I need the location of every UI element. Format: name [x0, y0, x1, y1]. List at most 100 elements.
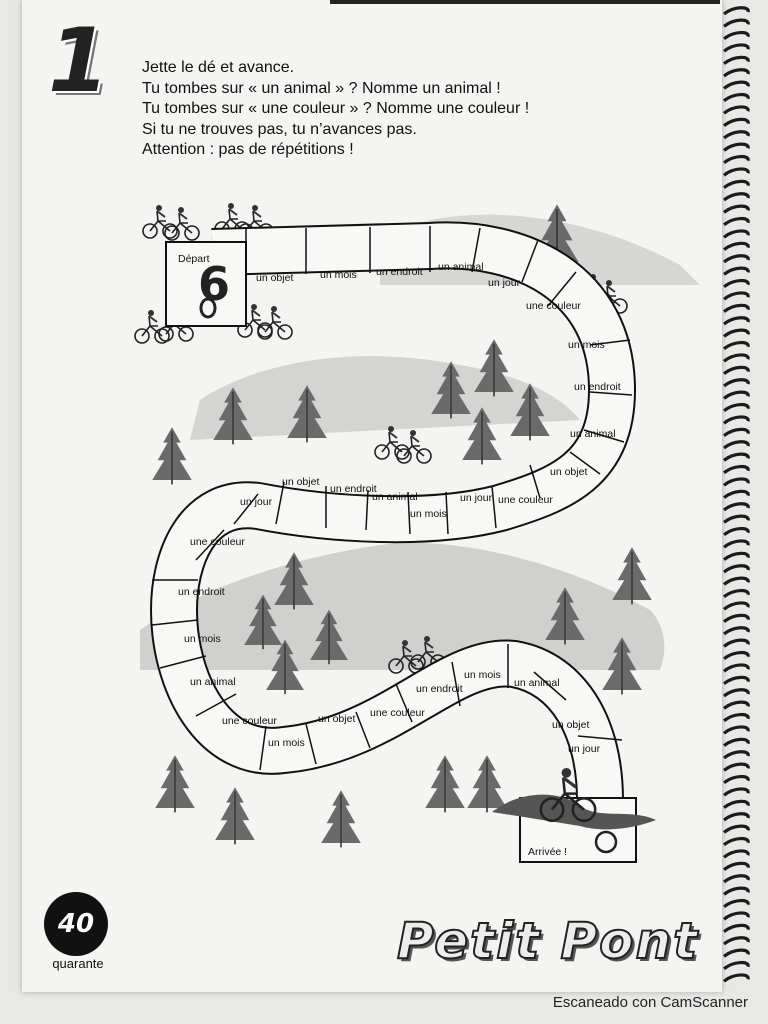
- spiral-coil: [723, 378, 750, 388]
- board-cell: une couleur: [222, 715, 277, 727]
- instruction-line: Si tu ne trouves pas, tu n’avances pas.: [142, 120, 417, 138]
- spiral-coil: [723, 316, 750, 326]
- board-cell: un animal: [372, 491, 418, 503]
- spiral-coil: [723, 105, 750, 115]
- board-cell: un mois: [320, 269, 357, 281]
- top-edge-bar: [330, 0, 720, 4]
- exercise-number: 1: [48, 9, 110, 112]
- board-cell: un objet: [550, 466, 587, 478]
- spiral-coil: [723, 30, 750, 41]
- board-cell: un mois: [464, 669, 501, 681]
- board-cell: un objet: [282, 476, 319, 488]
- spiral-coil: [723, 601, 750, 611]
- board-cell: un endroit: [376, 266, 423, 278]
- start-label: Départ: [178, 253, 210, 265]
- spiral-coil: [723, 477, 750, 487]
- spiral-coil: [723, 712, 750, 723]
- spiral-coil: [723, 700, 750, 710]
- finish-label: Arrivée !: [528, 846, 567, 858]
- spiral-coil: [723, 650, 750, 661]
- brand-logo: Petit Pont: [396, 911, 700, 971]
- spiral-coil: [723, 539, 750, 549]
- spiral-coil: [723, 415, 750, 425]
- spiral-coil: [723, 688, 750, 698]
- spiral-coil: [723, 390, 750, 400]
- spiral-coil: [723, 861, 750, 871]
- board-cell: une couleur: [370, 707, 425, 719]
- spiral-coil: [723, 402, 750, 413]
- spiral-coil: [723, 898, 750, 909]
- spiral-coil: [723, 278, 750, 289]
- page-number-badge: 40: [44, 892, 108, 956]
- spiral-coil: [723, 526, 750, 537]
- spiral-coil: [723, 291, 750, 301]
- instruction-line: Tu tombes sur « une couleur » ? Nomme un…: [142, 100, 530, 117]
- spiral-coil: [723, 92, 750, 103]
- board-cell: un jour: [240, 496, 273, 508]
- spiral-coil: [723, 340, 750, 351]
- board-cell: un animal: [514, 677, 560, 689]
- page-number-word: quarante: [52, 956, 104, 971]
- board-cell: un objet: [552, 719, 589, 731]
- board-cell: un mois: [184, 633, 221, 645]
- board-cell: un mois: [410, 508, 447, 520]
- spiral-coil: [723, 737, 750, 747]
- spiral-coil: [723, 229, 750, 239]
- spiral-binding: [723, 6, 750, 983]
- spiral-coil: [723, 874, 750, 884]
- spiral-coil: [723, 179, 750, 189]
- spiral-coil: [723, 774, 750, 785]
- instructions-block: Jette le dé et avance. Tu tombes sur « u…: [142, 58, 662, 161]
- spiral-coil: [723, 192, 750, 202]
- spiral-coil: [723, 799, 750, 809]
- spiral-coil: [723, 923, 750, 933]
- board-cell: un jour: [460, 492, 493, 504]
- spiral-coil: [723, 216, 750, 227]
- board-cell: une couleur: [190, 536, 245, 548]
- spiral-coil: [723, 960, 750, 971]
- spiral-coil: [723, 886, 750, 896]
- board-cell: un endroit: [574, 381, 621, 393]
- board-cell: un jour: [488, 277, 521, 289]
- scanner-watermark: Escaneado con CamScanner: [552, 994, 748, 1011]
- spiral-coil: [723, 328, 750, 338]
- board-cell: un animal: [190, 676, 236, 688]
- spiral-coil: [723, 130, 750, 140]
- spiral-coil: [723, 303, 750, 313]
- instruction-line: Attention : pas de répétitions !: [142, 141, 354, 158]
- board-cell: un mois: [568, 339, 605, 351]
- spiral-coil: [723, 626, 750, 636]
- board-cell: un endroit: [178, 586, 225, 598]
- spiral-coil: [723, 911, 750, 921]
- spiral-coil: [723, 787, 750, 797]
- spiral-coil: [723, 502, 750, 512]
- spiral-coil: [723, 675, 750, 685]
- board-cell: un objet: [256, 272, 293, 284]
- spiral-coil: [723, 936, 750, 946]
- spiral-coil: [723, 68, 750, 78]
- spiral-coil: [723, 812, 750, 822]
- game-track: [150, 221, 636, 801]
- start-box: Départ 6: [165, 241, 247, 327]
- spiral-coil: [723, 18, 750, 28]
- spiral-coil: [723, 564, 750, 574]
- spiral-coil: [723, 464, 750, 475]
- spiral-coil: [723, 551, 750, 561]
- spiral-coil: [723, 489, 750, 499]
- spiral-coil: [723, 849, 750, 859]
- board-cells: un objet un mois un endroit un animal un…: [178, 261, 621, 755]
- board-cell: une couleur: [498, 494, 553, 506]
- spiral-coil: [723, 638, 750, 648]
- spiral-coil: [723, 725, 750, 735]
- spiral-coil: [723, 204, 750, 214]
- spiral-coil: [723, 750, 750, 760]
- board-cell: un mois: [268, 737, 305, 749]
- spiral-coil: [723, 836, 750, 847]
- board-cell: un animal: [570, 428, 616, 440]
- spiral-coil: [723, 6, 750, 16]
- board-cell: une couleur: [526, 300, 581, 312]
- spiral-coil: [723, 452, 750, 462]
- spiral-coil: [723, 254, 750, 264]
- spiral-coil: [723, 167, 750, 177]
